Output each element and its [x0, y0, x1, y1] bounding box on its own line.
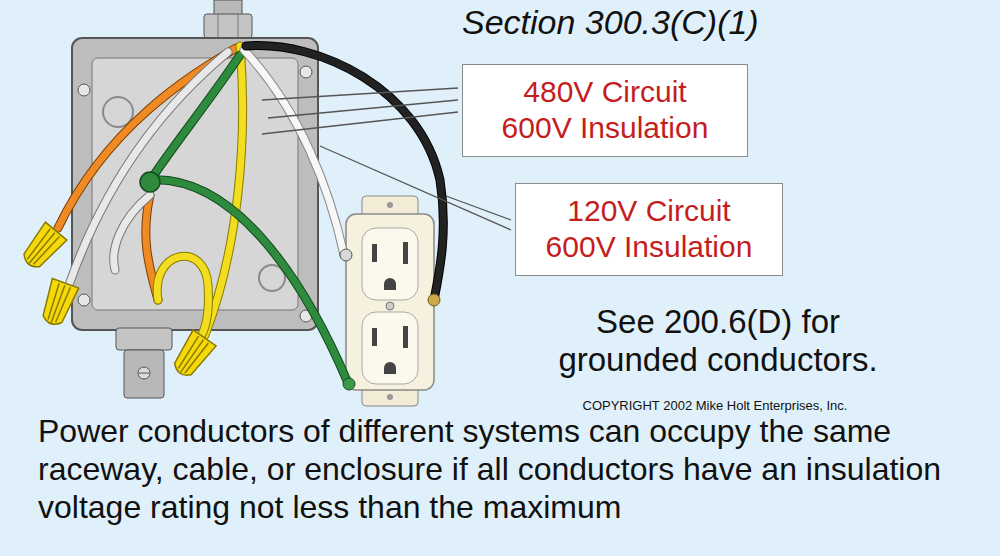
callout-box: 480V Circuit 600V Insulation — [462, 64, 748, 157]
terminal-screws — [340, 249, 440, 390]
callout-text: 120V Circuit 600V Insulation — [533, 193, 765, 265]
section-heading: Section 300.3(C)(1) — [462, 2, 759, 42]
callout-text: 480V Circuit 600V Insulation — [489, 74, 721, 146]
reference-note: See 200.6(D) for grounded conductors. — [538, 303, 898, 379]
callout-box: 120V Circuit 600V Insulation — [515, 183, 783, 276]
conductors — [58, 46, 443, 383]
duplex-receptacle — [346, 196, 434, 406]
wire-nuts — [18, 172, 216, 381]
copyright-notice: COPYRIGHT 2002 Mike Holt Enterprises, In… — [540, 398, 890, 414]
caption: Power conductors of different systems ca… — [38, 412, 988, 526]
